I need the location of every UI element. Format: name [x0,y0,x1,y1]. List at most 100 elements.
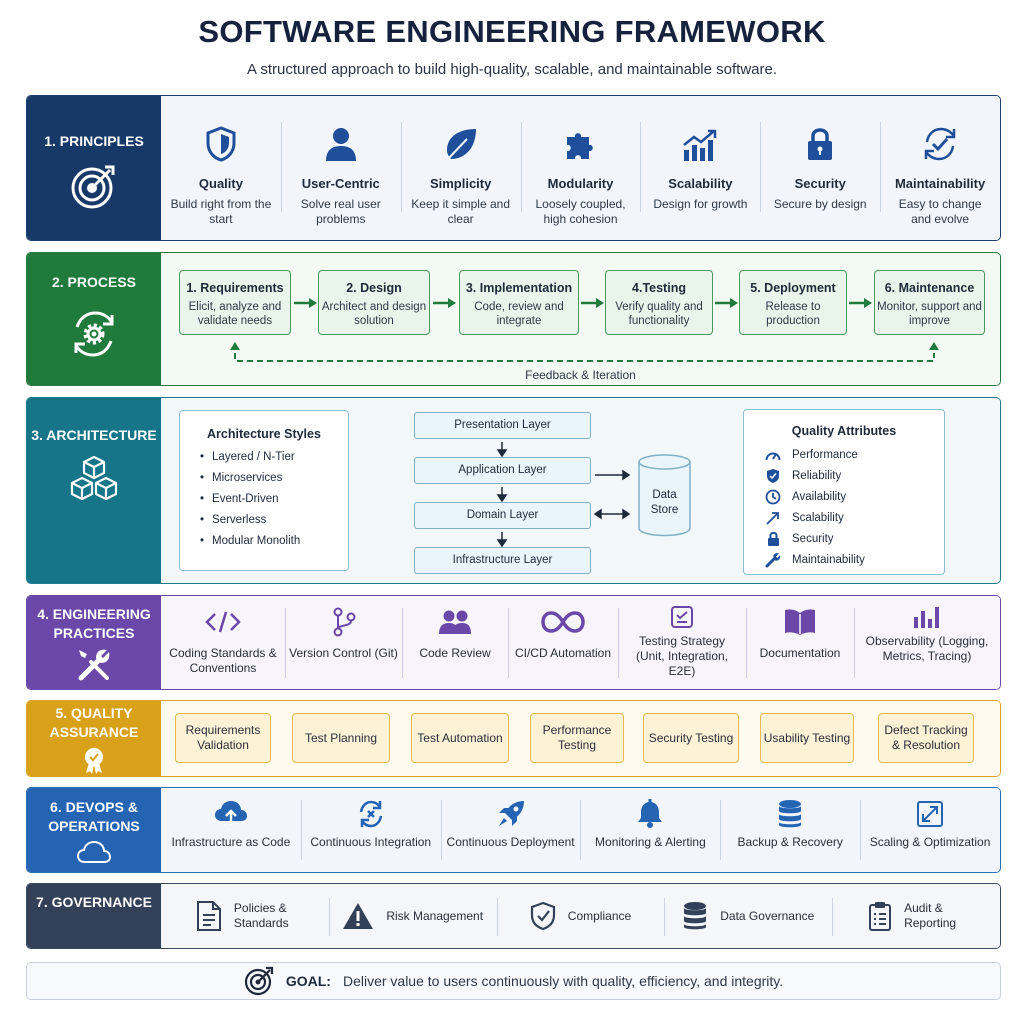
process-label-panel: 2. PROCESS [27,253,161,385]
quality-attribute-scalability: Scalability [764,507,944,528]
qa-item-usability-testing: Usability Testing [760,713,854,763]
cloud-upload-icon [161,798,301,830]
process-step-title: 2. Design [346,281,402,295]
principle-maintainability: Maintainability Easy to change and evolv… [880,96,1000,240]
process-step-title: 3. Implementation [465,281,573,295]
goal-banner: GOAL: Deliver value to users continuousl… [26,962,1001,1000]
practices-label-panel: 4. ENGINEERING PRACTICES [27,596,161,689]
shield-check-icon [764,468,782,484]
practice-label: Code Review [419,646,491,660]
puzzle-icon [521,116,641,166]
rocket-icon [441,798,581,830]
expand-icon [860,798,1000,830]
principle-name: Security [794,176,846,191]
principle-name: Simplicity [429,176,492,191]
process-section: 2. PROCESS 1. Requirements Elicit, analy… [26,252,1001,386]
devops-continuous-deployment: Continuous Deployment [440,788,581,872]
principle-desc: Build right from the start [170,197,272,226]
practices-label-line2: PRACTICES [53,625,135,641]
layer-connectors [496,442,691,548]
infrastructure-layer: Infrastructure Layer [414,547,591,574]
practice-label: Observability (Logging, Metrics, Tracing… [865,634,989,663]
principle-desc: Loosely coupled, high cohesion [535,197,626,226]
clock-icon [764,489,782,505]
database-cylinder-icon [638,454,691,537]
principles-section: 1. PRINCIPLES Quality Build right from t… [26,95,1001,241]
process-label: 2. PROCESS [51,274,137,290]
arrow-right-icon [849,296,873,314]
principle-scalability: Scalability Design for growth [640,96,760,240]
arrow-right-icon [715,296,739,314]
architecture-styles-title: Architecture Styles [207,427,321,441]
practices-section: 4. ENGINEERING PRACTICES Coding Standards… [26,595,1001,690]
process-step-desc: Release to production [765,301,821,327]
devops-label: Continuous Integration [310,835,432,849]
architecture-styles-box: Architecture Styles Layered / N-Tier Mic… [179,410,349,571]
growth-chart-icon [640,116,760,166]
clipboard-icon [868,901,892,931]
process-step-title: 4.Testing [632,281,686,295]
governance-policies: Policies & Standards [161,884,329,948]
principle-desc: Keep it simple and clear [411,197,511,226]
governance-item-label: Risk Management [386,908,484,923]
practice-version-control: Version Control (Git) [285,596,402,689]
devops-label: Monitoring & Alerting [595,835,706,849]
governance-audit-reporting: Audit & Reporting [832,884,1000,948]
quality-attribute-label: Maintainability [792,553,865,566]
process-step-implementation: 3. Implementation Code, review and integ… [459,270,579,335]
gauge-icon [764,449,782,461]
governance-item-label: Data Governance [720,908,815,923]
principles-label: 1. PRINCIPLES [44,133,144,149]
quality-attribute-availability: Availability [764,486,944,507]
devops-scaling-optimization: Scaling & Optimization [860,788,1000,872]
principle-name: User-Centric [301,176,380,191]
cubes-icon [27,454,161,506]
process-step-desc: Code, review and integrate [474,301,564,327]
list-item: Layered / N-Tier [200,451,348,472]
governance-data-governance: Data Governance [664,884,832,948]
qa-item-defect-tracking: Defect Tracking & Resolution [878,713,974,763]
page-subtitle: A structured approach to build high-qual… [246,61,778,78]
tools-icon [27,646,161,684]
qa-item-test-planning: Test Planning [292,713,390,763]
wrench-icon [764,552,782,568]
governance-section: 7. GOVERNANCE Policies & Standards Risk … [26,883,1001,949]
principle-quality: Quality Build right from the start [161,96,281,240]
governance-item-label: Audit & Reporting [904,901,957,930]
shield-check-icon [530,901,556,931]
devops-monitoring-alerting: Monitoring & Alerting [580,788,720,872]
principle-simplicity: Simplicity Keep it simple and clear [400,96,521,240]
process-step-desc: Architect and design solution [321,301,427,327]
sync-icon [301,798,441,830]
arrow-up-right-icon [764,510,782,526]
governance-item-label: Policies & Standards [233,901,289,930]
governance-label-panel: 7. GOVERNANCE [27,884,161,948]
document-icon [196,900,222,932]
devops-label-line2: OPERATIONS [48,818,140,834]
principles-label-panel: 1. PRINCIPLES [27,96,161,240]
architecture-styles-list: Layered / N-Tier Microservices Event-Dri… [200,451,348,556]
quality-attribute-label: Scalability [792,511,844,524]
quality-attribute-label: Reliability [792,469,842,482]
lock-icon [764,531,782,547]
quality-attributes-title: Quality Attributes [791,424,897,438]
practices-label-line1: 4. ENGINEERING [37,606,151,622]
process-step-desc: Monitor, support and improve [877,301,982,327]
practice-coding-standards: Coding Standards & Conventions [161,596,285,689]
bar-chart-icon [854,604,1000,630]
award-badge-icon [27,746,161,774]
page-title: SOFTWARE ENGINEERING FRAMEWORK [198,14,826,49]
process-step-design: 2. Design Architect and design solution [318,270,430,335]
devops-label: Infrastructure as Code [171,835,291,849]
architecture-section: 3. ARCHITECTURE Architecture Styles Laye… [26,397,1001,584]
practice-documentation: Documentation [746,596,854,689]
principle-name: Scalability [668,176,733,191]
devops-label: 6. DEVOPS &OPERATIONS [27,798,161,836]
devops-label-panel: 6. DEVOPS &OPERATIONS [27,788,161,872]
refresh-check-icon [880,116,1000,166]
list-item: Serverless [200,514,348,535]
target-icon [244,966,274,996]
principle-security: Security Secure by design [760,96,880,240]
